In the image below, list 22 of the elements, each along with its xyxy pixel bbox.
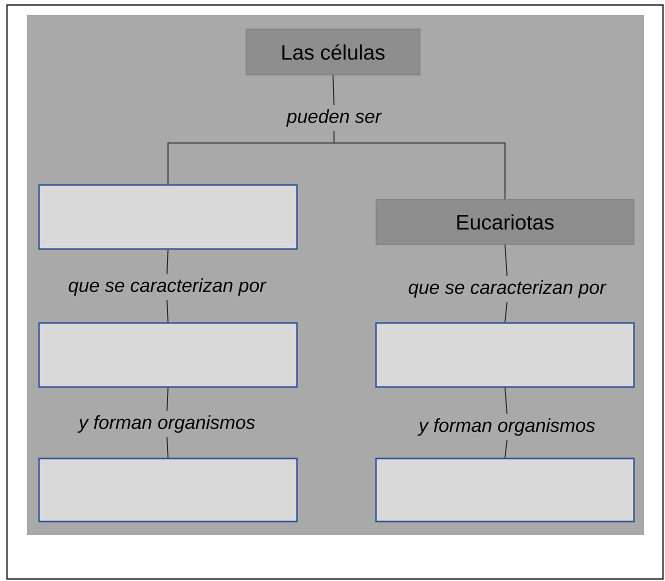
connector-text: y forman organismos	[418, 418, 595, 436]
answer-box	[375, 458, 635, 522]
connector-line	[166, 436, 168, 458]
connector-text: pueden ser	[286, 109, 382, 127]
connector-text: que se caracterizan por	[68, 278, 266, 296]
connector-text: que se caracterizan por	[408, 280, 606, 298]
connector-text: y forman organismos	[78, 415, 255, 433]
answer-box	[375, 322, 635, 388]
connector-line	[504, 440, 508, 458]
concept-box: Las células	[246, 28, 420, 76]
answer-box	[38, 322, 298, 388]
connector-line	[332, 74, 334, 106]
connector-line	[166, 387, 168, 412]
concept-box: Eucariotas	[376, 199, 634, 245]
connector-line	[334, 130, 506, 200]
answer-box	[38, 458, 298, 522]
connector-line	[504, 387, 508, 414]
connector-line	[504, 302, 508, 323]
connector-line	[166, 249, 168, 274]
connector-line	[166, 300, 168, 323]
answer-box	[38, 184, 298, 250]
connector-line	[504, 244, 508, 276]
